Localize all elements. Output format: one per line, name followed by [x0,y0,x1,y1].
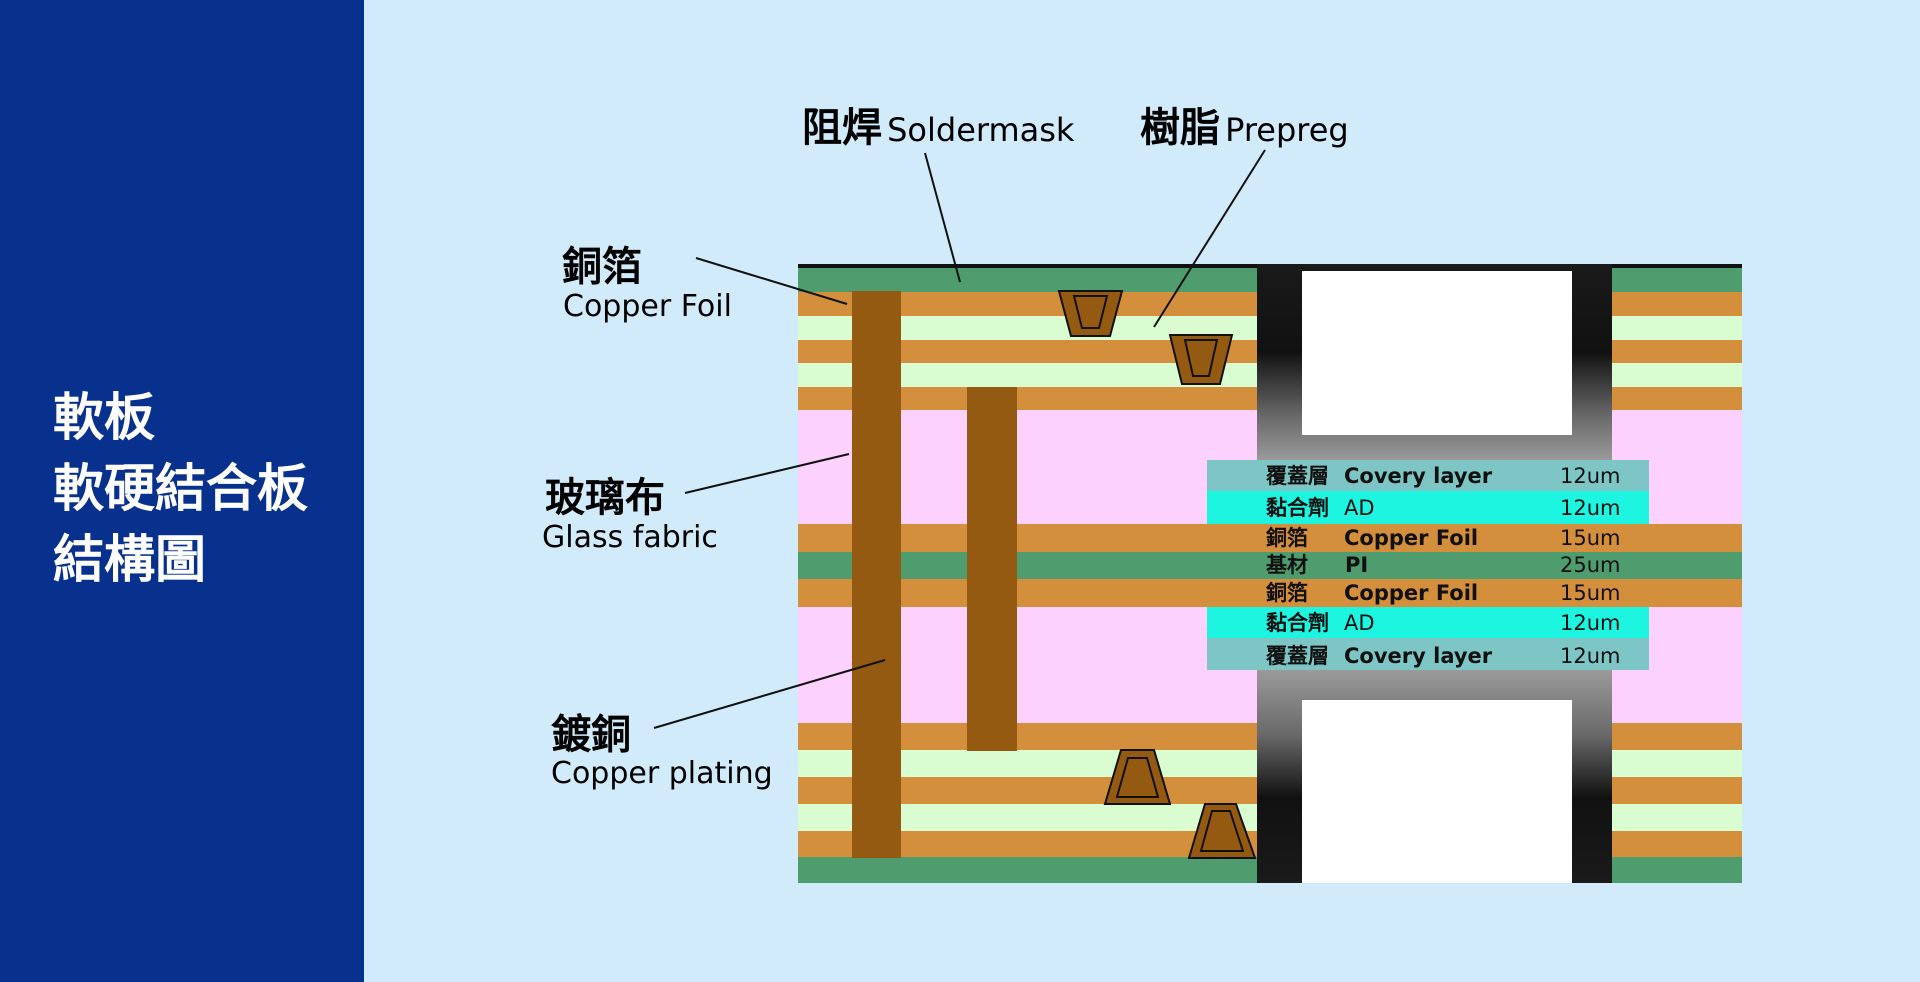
glass-fabric-leader-line [684,453,850,494]
flex-stack-row-zh-label: 銅箔 [1266,526,1308,550]
flex-stack-row: 銅箔 Copper Foil 15um [1257,579,1621,607]
copper-plating-en-label: Copper plating [551,756,773,791]
flex-stack-row-en-label: Copper Foil [1344,526,1478,550]
diagram-canvas: 阻焊 Soldermask 樹脂 Prepreg 銅箔 Copper Foil … [364,0,1920,982]
flex-stack-row-band [1207,491,1649,524]
sidebar-title-line-1: 軟板 [53,389,156,448]
flex-stack-row-en-label: AD [1344,611,1375,635]
flex-stack-row-band [1207,460,1649,491]
glass-fabric-en-label: Glass fabric [542,520,718,555]
flex-stack-row-zh-label: 銅箔 [1266,581,1308,605]
flex-window-top [1257,264,1612,460]
copper-plating-zh-label: 鍍銅 [551,712,631,758]
flex-stack-row-thickness: 12um [1560,644,1621,668]
flex-stack-row-band [1207,607,1649,638]
flex-window-bottom-opening [1302,700,1572,883]
copper-foil-zh-label: 銅箔 [562,244,642,290]
flex-stack: 覆蓋層 Covery layer 12um 黏合劑 AD 12um 銅箔 Copper Foi… [1207,460,1649,670]
flex-stack-row: 覆蓋層 Covery layer 12um [1207,638,1649,670]
sidebar-title-line-3: 結構圖 [53,531,207,590]
through-hole-via [852,291,901,858]
flex-stack-row-thickness: 15um [1560,526,1621,550]
sidebar: 軟板 軟硬結合板 結構圖 [0,0,364,982]
buried-via [967,387,1017,751]
flex-stack-row-zh-label: 覆蓋層 [1266,644,1329,668]
sidebar-title-line-2: 軟硬結合板 [53,460,309,519]
flex-stack-row-en-label: AD [1344,496,1375,520]
micro-via-bottom-2 [1187,803,1257,859]
flex-stack-row: 黏合劑 AD 12um [1207,491,1649,524]
micro-via-bottom-1 [1103,749,1172,805]
soldermask-leader-line [924,152,961,283]
flex-stack-row-zh-label: 基材 [1266,553,1308,577]
flex-stack-row-thickness: 12um [1560,496,1621,520]
micro-via-top-1 [1057,290,1124,337]
flex-stack-row-band [1257,579,1612,607]
flex-stack-row-en-label: PI [1345,553,1368,577]
flex-stack-row-thickness: 25um [1560,553,1621,577]
flex-stack-row-en-label: Copper Foil [1344,581,1478,605]
pcb-cross-section: 覆蓋層 Covery layer 12um 黏合劑 AD 12um 銅箔 Copper Foi… [653,149,1742,883]
flex-stack-row-thickness: 12um [1560,464,1621,488]
flex-stack-row-band [1257,552,1612,579]
flex-stack-row-en-label: Covery layer [1344,644,1493,668]
glass-fabric-zh-label: 玻璃布 [545,475,665,521]
prepreg-en-label: Prepreg [1225,111,1349,149]
prepreg-leader-line [1153,149,1266,328]
flex-stack-row-thickness: 12um [1560,611,1621,635]
flex-stack-row-band [1207,638,1649,670]
copper-foil-leader-line [695,257,848,305]
flex-stack-row-zh-label: 覆蓋層 [1266,464,1329,488]
micro-via-top-2 [1168,334,1234,385]
sidebar-title: 軟板 軟硬結合板 結構圖 [53,383,308,596]
flex-stack-row: 覆蓋層 Covery layer 12um [1207,460,1649,491]
flex-window-bottom [1257,670,1612,883]
prepreg-zh-label: 樹脂 [1140,105,1220,151]
prepreg-callout: 樹脂 Prepreg [1140,95,1349,153]
flex-stack-row-thickness: 15um [1560,581,1621,605]
soldermask-zh-label: 阻焊 [802,105,882,151]
copper-plating-leader-line [653,659,886,729]
flex-stack-row-zh-label: 黏合劑 [1266,496,1329,520]
copper-foil-en-label: Copper Foil [563,289,732,324]
flex-stack-row-band [1257,524,1612,552]
flex-stack-row: 黏合劑 AD 12um [1207,607,1649,638]
flex-stack-row-en-label: Covery layer [1344,464,1493,488]
flex-window-top-opening [1302,271,1572,435]
flex-stack-row: 銅箔 Copper Foil 15um [1257,524,1621,552]
flex-stack-row: 基材 PI 25um [1257,552,1621,579]
soldermask-callout: 阻焊 Soldermask [802,95,1074,153]
soldermask-en-label: Soldermask [887,111,1075,149]
flex-stack-row-zh-label: 黏合劑 [1266,611,1329,635]
